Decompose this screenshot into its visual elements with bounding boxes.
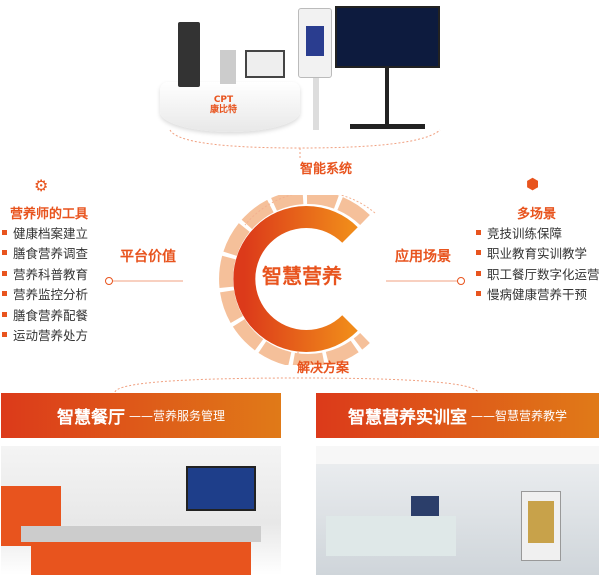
product-showcase: CPT 康比特	[150, 0, 450, 140]
large-display	[335, 6, 440, 68]
list-item: 健康档案建立	[2, 222, 88, 243]
kiosk	[178, 22, 200, 87]
smart-nutrition-ring	[219, 195, 376, 365]
lab-bench	[326, 516, 456, 556]
display-base	[350, 124, 425, 129]
smart-lab-banner: 智慧营养实训室 ——智慧营养教学	[316, 393, 599, 438]
kiosk-screen	[528, 501, 554, 543]
banner-subtitle: ——营养服务管理	[128, 409, 225, 423]
left-list: 健康档案建立 膳食营养调查 营养科普教育 营养监控分析 膳食营养配餐 运动营养处…	[2, 222, 88, 345]
application-scene-label: 应用场景	[395, 249, 451, 265]
center-title: 智慧营养	[262, 264, 342, 288]
scale-device	[220, 50, 236, 84]
counter	[31, 541, 251, 575]
list-item: 慢病健康营养干预	[476, 284, 600, 305]
food-trays	[21, 526, 261, 542]
list-item: 营养科普教育	[2, 263, 88, 284]
smart-canteen-banner: 智慧餐厅 ——营养服务管理	[1, 393, 281, 438]
list-item: 膳食营养调查	[2, 243, 88, 264]
right-list: 竞技训练保障 职业教育实训教学 职工餐厅数字化运营 慢病健康营养干预	[476, 222, 600, 304]
monitor	[245, 50, 285, 78]
banner-subtitle: ——智慧营养教学	[470, 409, 567, 423]
terminal-screen	[306, 26, 324, 56]
ceiling	[316, 446, 599, 464]
terminal-stand	[313, 78, 319, 130]
gear-icon: ⚙	[34, 176, 49, 195]
list-item: 膳食营养配餐	[2, 304, 88, 325]
canteen-photo	[1, 446, 281, 575]
monitor	[411, 496, 439, 516]
list-item: 竞技训练保障	[476, 222, 600, 243]
wall-display	[186, 466, 256, 511]
platform	[160, 82, 300, 132]
left-title: 营养师的工具	[10, 207, 89, 222]
list-item: 职工餐厅数字化运营	[476, 263, 600, 284]
smart-system-label: 智能系统	[300, 162, 353, 177]
platform-value-label: 平台价值	[120, 249, 176, 265]
list-item: 职业教育实训教学	[476, 243, 600, 264]
banner-title: 智慧营养实训室	[347, 408, 467, 428]
right-title: 多场景	[517, 207, 557, 222]
banner-title: 智慧餐厅	[56, 408, 125, 428]
list-item: 运动营养处方	[2, 325, 88, 346]
hexagon-icon: ⬢	[526, 175, 540, 193]
solution-label: 解决方案	[297, 361, 350, 376]
lab-photo	[316, 446, 599, 575]
list-item: 营养监控分析	[2, 284, 88, 305]
logo: CPT 康比特	[210, 95, 238, 115]
display-stand	[385, 68, 389, 126]
